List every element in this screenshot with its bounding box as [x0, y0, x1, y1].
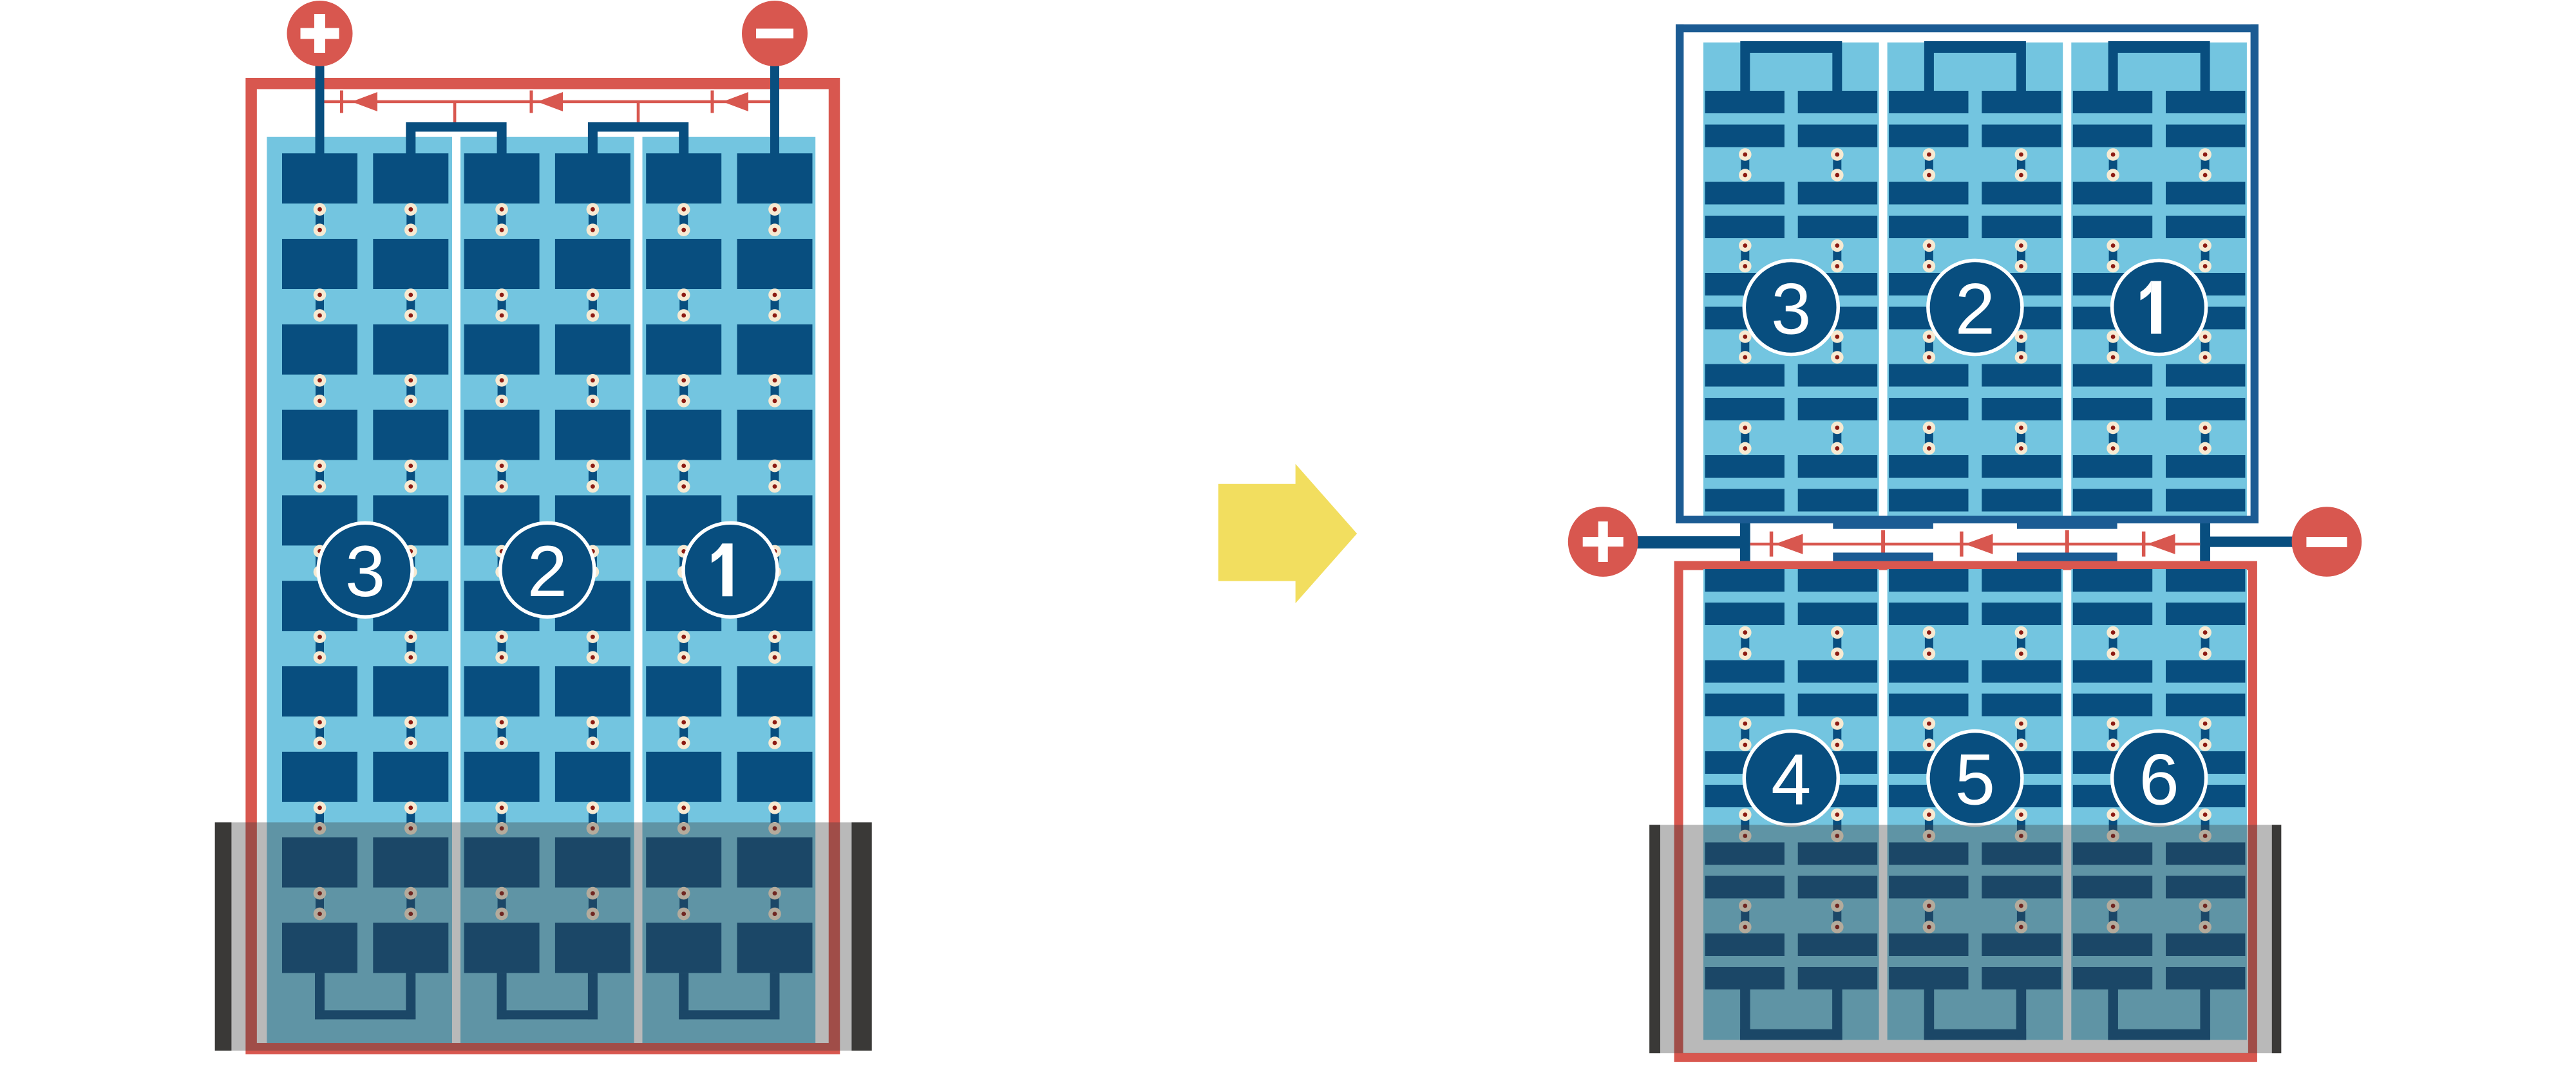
svg-text:2: 2 [1955, 269, 1995, 350]
svg-text:6: 6 [2139, 740, 2179, 820]
svg-text:5: 5 [1955, 740, 1995, 820]
svg-text:4: 4 [1771, 740, 1811, 820]
svg-text:3: 3 [345, 531, 385, 612]
svg-text:2: 2 [527, 531, 567, 612]
svg-text:3: 3 [1771, 269, 1811, 350]
